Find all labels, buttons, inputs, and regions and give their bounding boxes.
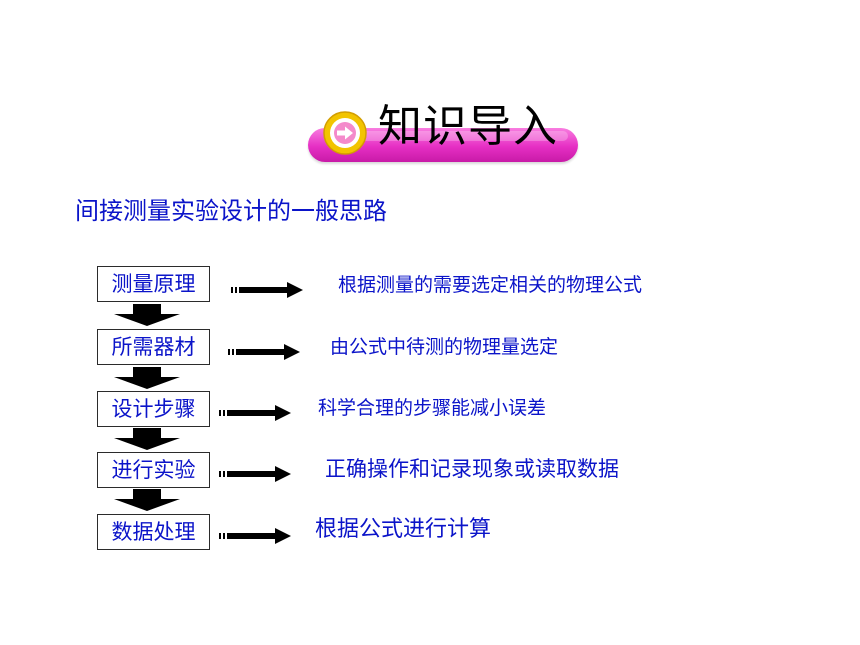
right-arrow-circle-icon: [322, 110, 368, 156]
step-description-equipment: 由公式中待测的物理量选定: [330, 336, 559, 358]
right-arrow-icon: [231, 282, 303, 298]
subtitle: 间接测量实验设计的一般思路: [75, 197, 387, 225]
right-arrow-icon: [228, 344, 300, 360]
step-description-design: 科学合理的步骤能减小误差: [318, 397, 547, 419]
right-arrow-icon: [219, 466, 291, 482]
down-arrow-icon: [114, 367, 180, 389]
step-box-design: 设计步骤: [97, 391, 210, 427]
step-description-data-processing: 根据公式进行计算: [315, 517, 492, 542]
step-box-principle: 测量原理: [97, 266, 210, 302]
right-arrow-icon: [219, 528, 291, 544]
step-description-experiment: 正确操作和记录现象或读取数据: [325, 457, 619, 481]
section-banner: 知识导入: [308, 101, 578, 162]
step-description-principle: 根据测量的需要选定相关的物理公式: [338, 274, 643, 296]
down-arrow-icon: [114, 428, 180, 450]
page-title: 知识导入: [378, 101, 558, 152]
down-arrow-icon: [114, 489, 180, 511]
step-box-experiment: 进行实验: [97, 452, 210, 488]
step-box-data-processing: 数据处理: [97, 514, 210, 550]
step-box-equipment: 所需器材: [97, 329, 210, 365]
down-arrow-icon: [114, 304, 180, 326]
right-arrow-icon: [219, 405, 291, 421]
